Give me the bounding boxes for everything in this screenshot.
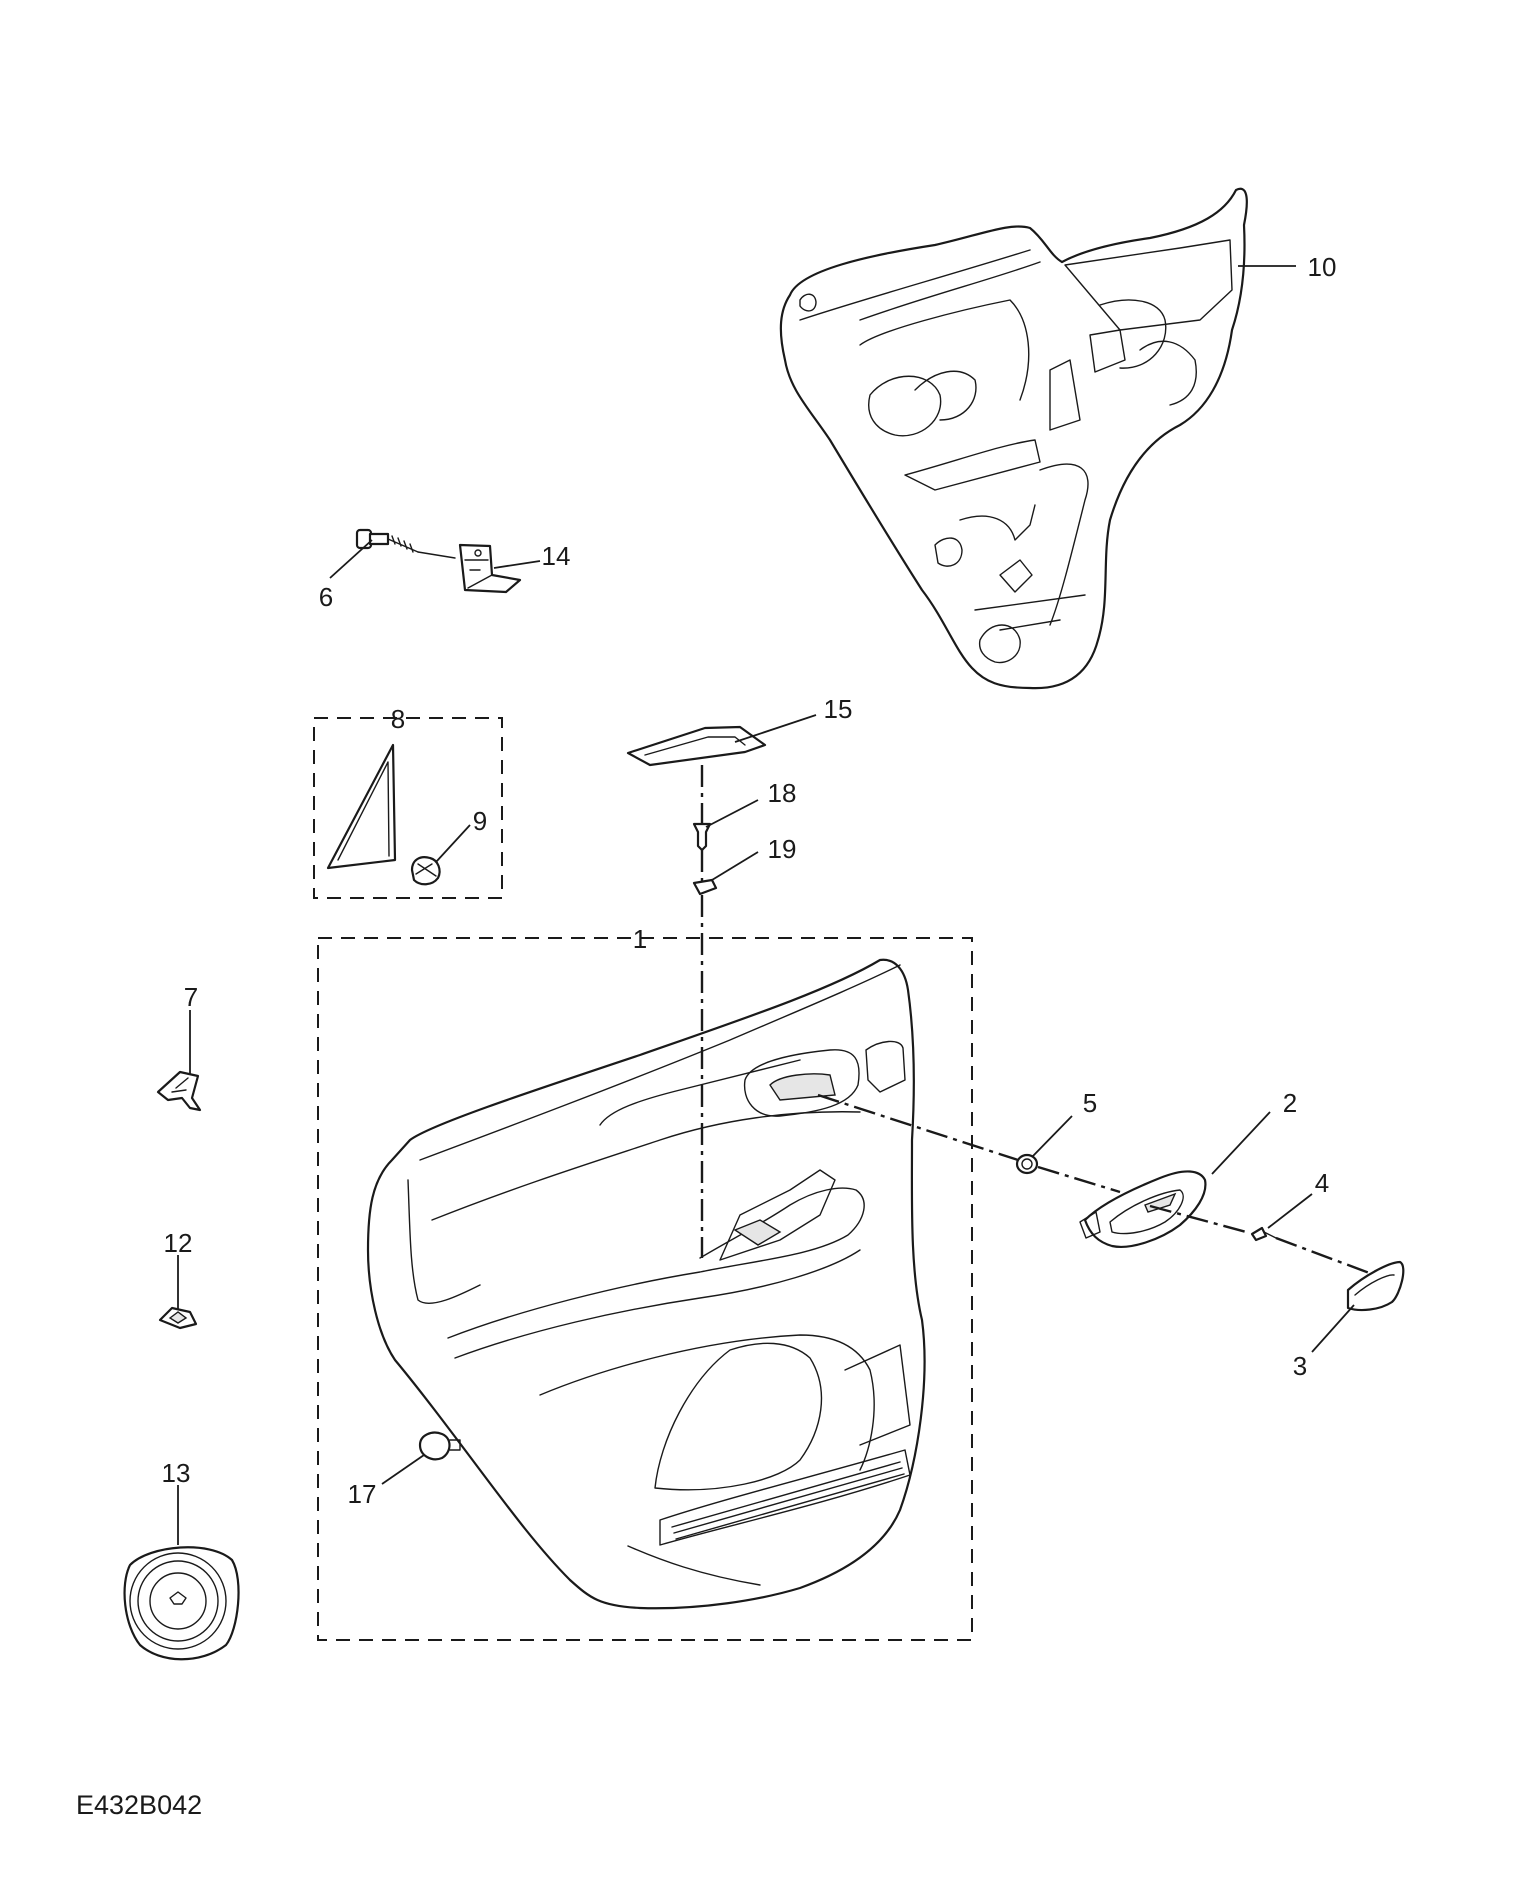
leader-lines (177, 265, 1355, 1545)
callout-13: 13 (162, 1458, 191, 1488)
callout-8: 8 (391, 704, 405, 734)
assembly-lines (700, 765, 1373, 1276)
callout-6: 6 (319, 582, 333, 612)
callout-9: 9 (473, 806, 487, 836)
part-8-kit-boundary (313, 717, 503, 899)
callout-4: 4 (1315, 1168, 1329, 1198)
part-19-clip (692, 878, 718, 896)
callout-19: 19 (768, 834, 797, 864)
part-7-clip (156, 1070, 202, 1112)
part-18-screw (692, 822, 712, 852)
part-4-screw (1250, 1226, 1277, 1242)
callout-5: 5 (1083, 1088, 1097, 1118)
callout-2: 2 (1283, 1088, 1297, 1118)
part-15-bezel (626, 725, 767, 767)
part-1-assembly-boundary (317, 937, 973, 1641)
callout-7: 7 (184, 982, 198, 1012)
diagram-reference-code: E432B042 (76, 1790, 202, 1820)
part-14-bracket (458, 543, 522, 594)
part-13-speaker (123, 1546, 240, 1661)
callout-3: 3 (1293, 1351, 1307, 1381)
callout-12: 12 (164, 1228, 193, 1258)
part-1-door-trim-panel (366, 958, 926, 1610)
callout-labels: 1 2 3 4 5 6 7 8 9 10 12 13 14 15 17 18 1… (162, 252, 1337, 1509)
callout-10: 10 (1308, 252, 1337, 282)
callout-18: 18 (768, 778, 797, 808)
part-10-insulation-pad (779, 187, 1248, 690)
part-5-grommet (1015, 1153, 1039, 1175)
part-8-triangle-trim (326, 743, 397, 870)
part-17-push-clip (418, 1431, 461, 1461)
part-3-cover-cap (1346, 1260, 1405, 1312)
callout-1: 1 (633, 924, 647, 954)
callout-17: 17 (348, 1479, 377, 1509)
part-12-clip-nut (158, 1306, 198, 1330)
callout-15: 15 (824, 694, 853, 724)
part-6-bolt (355, 528, 456, 559)
part-2-door-handle (1079, 1170, 1207, 1248)
part-9-clip (410, 856, 441, 886)
callout-14: 14 (542, 541, 571, 571)
